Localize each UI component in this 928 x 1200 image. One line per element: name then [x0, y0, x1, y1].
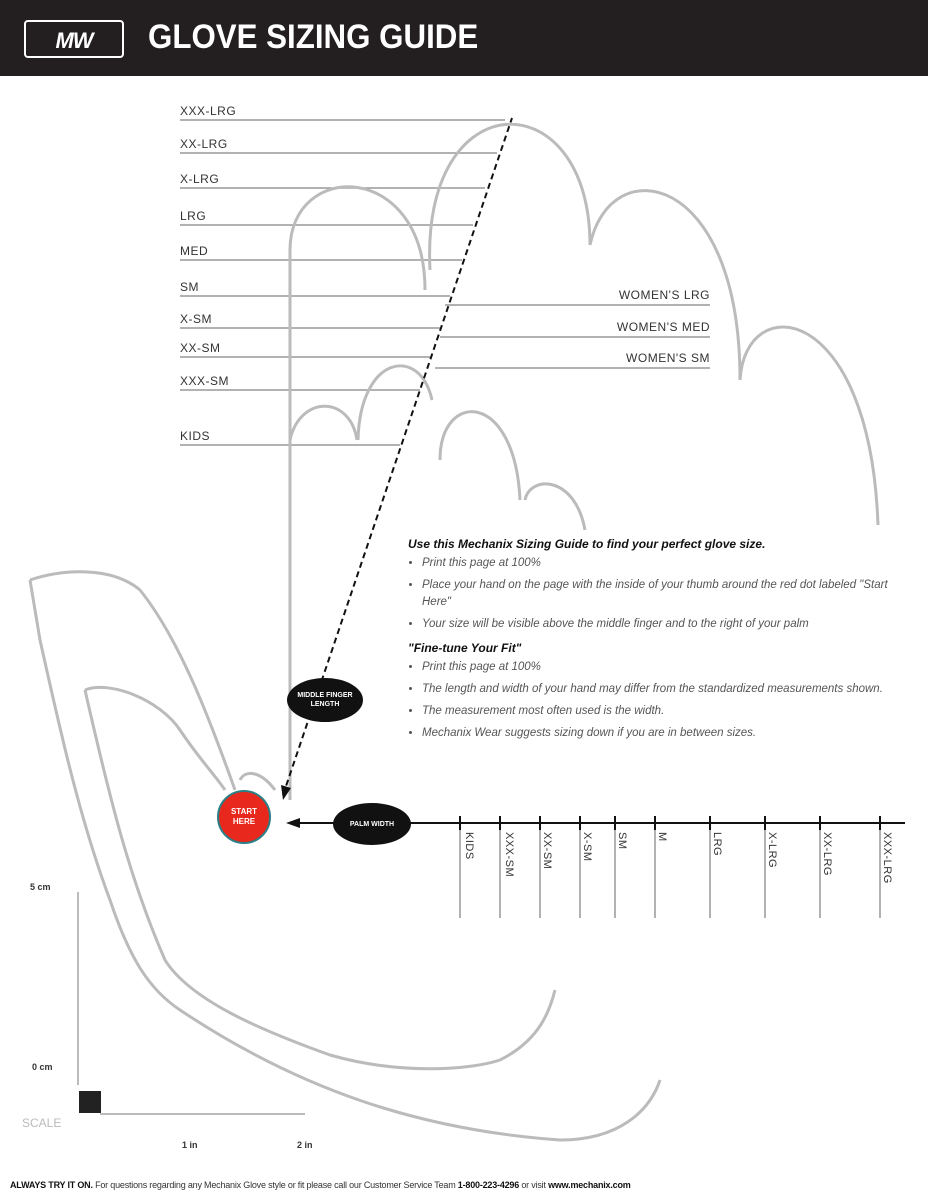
- fine-tune-item: Mechanix Wear suggests sizing down if yo…: [422, 725, 898, 742]
- size-label: LRG: [180, 209, 207, 223]
- footer-or: or visit: [519, 1180, 549, 1190]
- women-size-label: WOMEN'S LRG: [618, 288, 710, 302]
- width-size-label: KIDS: [463, 832, 475, 860]
- width-size-label: X-LRG: [766, 832, 778, 869]
- instruction-item: Place your hand on the page with the ins…: [422, 577, 898, 611]
- middle-finger-length-marker: MIDDLE FINGER LENGTH: [287, 678, 363, 722]
- width-size-label: SM: [616, 832, 628, 850]
- page-title: GLOVE SIZING GUIDE: [148, 18, 479, 56]
- start-here-dot: START HERE: [217, 790, 271, 844]
- footer-phone[interactable]: 1-800-223-4296: [457, 1180, 520, 1190]
- instruction-item: Your size will be visible above the midd…: [422, 616, 898, 633]
- instructions-heading: Use this Mechanix Sizing Guide to find y…: [408, 537, 766, 551]
- scale-0cm: 0 cm: [32, 1062, 53, 1072]
- footer-lead: ALWAYS TRY IT ON.: [10, 1180, 93, 1190]
- header-bar: MW GLOVE SIZING GUIDE: [0, 0, 928, 76]
- fine-tune-heading: "Fine-tune Your Fit": [408, 641, 522, 655]
- scale-2in: 2 in: [297, 1140, 313, 1150]
- fine-tune-item: Print this page at 100%: [422, 659, 898, 676]
- size-label: SM: [180, 280, 199, 294]
- footer-url[interactable]: www.mechanix.com: [548, 1180, 631, 1190]
- mechanix-logo: MW: [24, 20, 124, 58]
- size-label: XX-LRG: [180, 137, 228, 151]
- size-label: KIDS: [180, 429, 211, 443]
- width-size-label: XX-LRG: [821, 832, 833, 876]
- size-label: XXX-LRG: [180, 104, 237, 118]
- footer-text: For questions regarding any Mechanix Glo…: [92, 1180, 458, 1190]
- instruction-item: Print this page at 100%: [422, 555, 898, 572]
- width-size-label: XXX-LRG: [881, 832, 893, 884]
- women-size-label: WOMEN'S MED: [616, 320, 710, 334]
- size-label: XX-SM: [180, 341, 221, 355]
- scale-square: [79, 1091, 101, 1113]
- fine-tune-item: The length and width of your hand may di…: [422, 681, 898, 698]
- size-label: X-LRG: [180, 172, 220, 186]
- footer: ALWAYS TRY IT ON. For questions regardin…: [10, 1180, 920, 1190]
- size-label: XXX-SM: [180, 374, 230, 388]
- fine-tune-item: The measurement most often used is the w…: [422, 703, 898, 720]
- scale-5cm: 5 cm: [30, 882, 51, 892]
- palm-width-marker: PALM WIDTH: [333, 803, 411, 845]
- scale-label: SCALE: [22, 1116, 62, 1130]
- width-size-label: XXX-SM: [503, 832, 515, 878]
- size-label: MED: [180, 244, 209, 258]
- width-size-label: LRG: [711, 832, 723, 857]
- women-size-label: WOMEN'S SM: [626, 351, 710, 365]
- instructions: Use this Mechanix Sizing Guide to find y…: [408, 537, 898, 750]
- scale-1in: 1 in: [182, 1140, 198, 1150]
- width-size-label: X-SM: [581, 832, 593, 862]
- size-label: X-SM: [180, 312, 212, 326]
- width-size-label: XX-SM: [541, 832, 553, 870]
- width-size-label: M: [656, 832, 668, 842]
